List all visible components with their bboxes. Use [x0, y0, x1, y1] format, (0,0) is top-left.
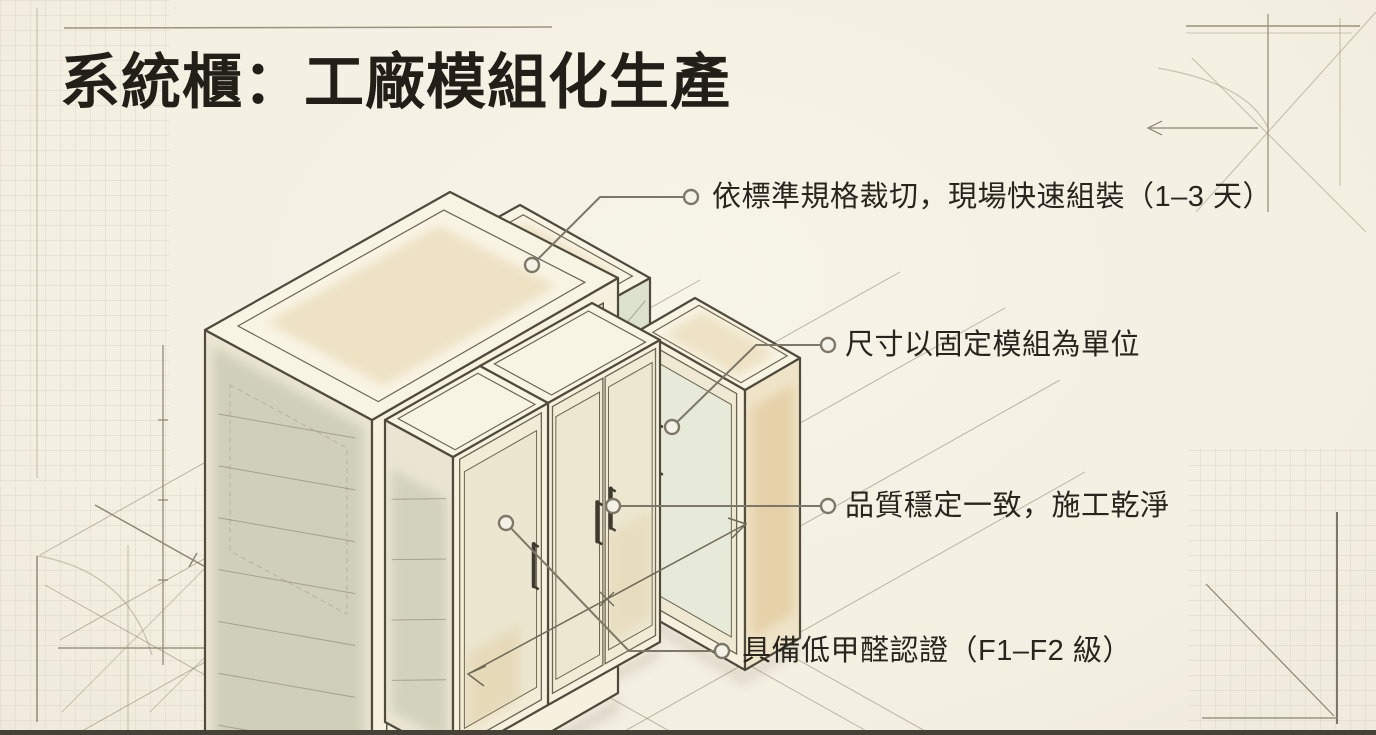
cabinet-wardrobe	[638, 296, 802, 672]
dimension-arrows	[466, 517, 748, 687]
callout-text-module-size: 尺寸以固定模組為單位	[845, 329, 1141, 361]
callout-text-formaldehyde: 具備低甲醛認證（F1–F2 級）	[742, 635, 1132, 667]
corner-sketch-lines	[36, 8, 1376, 732]
bottom-border-line	[0, 730, 1376, 735]
cabinet-single-door	[383, 364, 550, 735]
callout-leader-lines	[497, 188, 837, 660]
page-title: 系統櫃：工廠模組化生產	[60, 49, 731, 116]
callout-text-cutting: 依標準規格裁切，現場快速組裝（1–3 天）	[712, 181, 1272, 213]
callout-text-quality: 品質穩定一致，施工乾淨	[845, 490, 1170, 522]
cabinet-double-door	[478, 301, 662, 707]
